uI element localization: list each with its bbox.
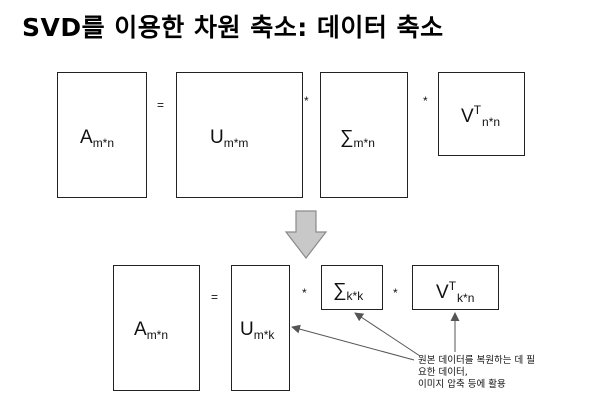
matrix-v-base: V: [436, 282, 449, 303]
matrix-v-sup: T: [473, 103, 482, 117]
matrix-a-sub: m*n: [146, 328, 169, 342]
annotation-line-1: 원본 데이터를 복원하는 데 필: [418, 355, 535, 366]
matrix-sigma-sub: m*n: [353, 136, 375, 150]
matrix-a-label-bottom: Am*n: [134, 320, 168, 341]
pointer-line-u: [291, 324, 415, 361]
matrix-v-label-top: VTn*n: [461, 104, 500, 128]
matrix-sigma-label-bottom: ∑k*k: [333, 281, 363, 302]
matrix-a-label-top: Am*n: [80, 128, 114, 149]
multiply-sign-bottom-1: *: [302, 286, 307, 300]
matrix-u-box-top: [176, 72, 303, 198]
matrix-sigma-label-top: ∑m*n: [340, 128, 375, 149]
matrix-a-base: A: [80, 127, 93, 148]
matrix-u-base: U: [240, 319, 254, 340]
multiply-sign-top-1: *: [304, 94, 309, 108]
matrix-sigma-sub: k*k: [346, 289, 364, 303]
matrix-v-box-top: [438, 72, 525, 156]
matrix-u-base: U: [210, 127, 224, 148]
matrix-a-sub: m*n: [92, 136, 115, 150]
matrix-sigma-box-bottom: [321, 265, 383, 310]
matrix-u-label-bottom: Um*k: [240, 320, 274, 341]
matrix-u-label-top: Um*m: [210, 128, 248, 149]
matrix-v-sub: n*n: [482, 115, 501, 129]
matrix-v-base: V: [461, 106, 474, 127]
equals-sign-bottom: =: [211, 290, 219, 304]
equals-sign-top: =: [157, 98, 165, 112]
multiply-sign-bottom-2: *: [393, 286, 398, 300]
matrix-sigma-base: ∑: [333, 280, 347, 301]
down-arrow-icon: [284, 210, 328, 259]
page-title: SVD를 이용한 차원 축소: 데이터 축소: [22, 13, 444, 42]
annotation-note: 원본 데이터를 복원하는 데 필 요한 데이터, 이미지 압축 등에 활용: [418, 355, 588, 391]
matrix-v-sup: T: [448, 279, 457, 293]
matrix-u-sub: m*k: [253, 328, 275, 342]
matrix-a-base: A: [134, 319, 147, 340]
multiply-sign-top-2: *: [423, 94, 428, 108]
pointer-line-sigma: [354, 312, 421, 357]
matrix-v-sub: k*n: [457, 291, 475, 305]
annotation-line-2: 요한 데이터,: [418, 367, 468, 378]
matrix-a-box-top: [57, 72, 147, 198]
matrix-sigma-box-top: [320, 72, 408, 198]
matrix-u-box-bottom: [231, 265, 290, 391]
matrix-sigma-base: ∑: [340, 127, 354, 148]
matrix-u-sub: m*m: [223, 136, 249, 150]
annotation-line-3: 이미지 압축 등에 활용: [418, 379, 506, 390]
matrix-a-box-bottom: [113, 265, 200, 391]
matrix-v-label-bottom: VTk*n: [436, 280, 474, 304]
matrix-v-box-bottom: [412, 265, 499, 310]
